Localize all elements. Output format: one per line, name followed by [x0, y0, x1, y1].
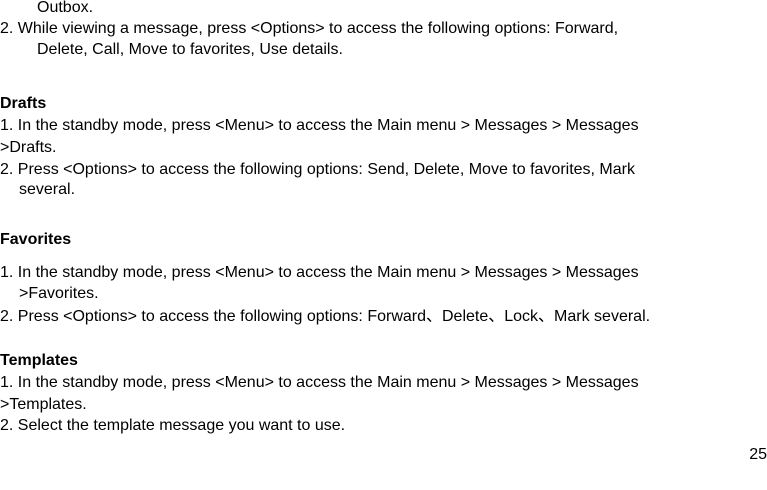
favorites-step2: 2. Press <Options> to access the followi…	[0, 308, 651, 325]
favorites-heading: Favorites	[0, 231, 72, 248]
templates-step1-line1: 1. In the standby mode, press <Menu> to …	[0, 374, 639, 391]
outbox-continuation: Outbox.	[37, 0, 94, 16]
drafts-step2-line1: 2. Press <Options> to access the followi…	[0, 161, 635, 178]
options-step-line2: Delete, Call, Move to favorites, Use det…	[37, 41, 343, 58]
templates-step1-line2: >Templates.	[0, 396, 87, 413]
drafts-heading: Drafts	[0, 95, 47, 112]
favorites-step1-line2: >Favorites.	[19, 285, 99, 302]
options-step-line1: 2. While viewing a message, press <Optio…	[0, 20, 619, 37]
drafts-step1-line1: 1. In the standby mode, press <Menu> to …	[0, 117, 639, 134]
drafts-step2-line2: several.	[19, 181, 76, 198]
favorites-step1-line1: 1. In the standby mode, press <Menu> to …	[0, 264, 639, 281]
drafts-step1-line2: >Drafts.	[0, 139, 57, 156]
page-number: 25	[749, 446, 767, 463]
templates-step2: 2. Select the template message you want …	[0, 417, 346, 434]
templates-heading: Templates	[0, 352, 78, 369]
